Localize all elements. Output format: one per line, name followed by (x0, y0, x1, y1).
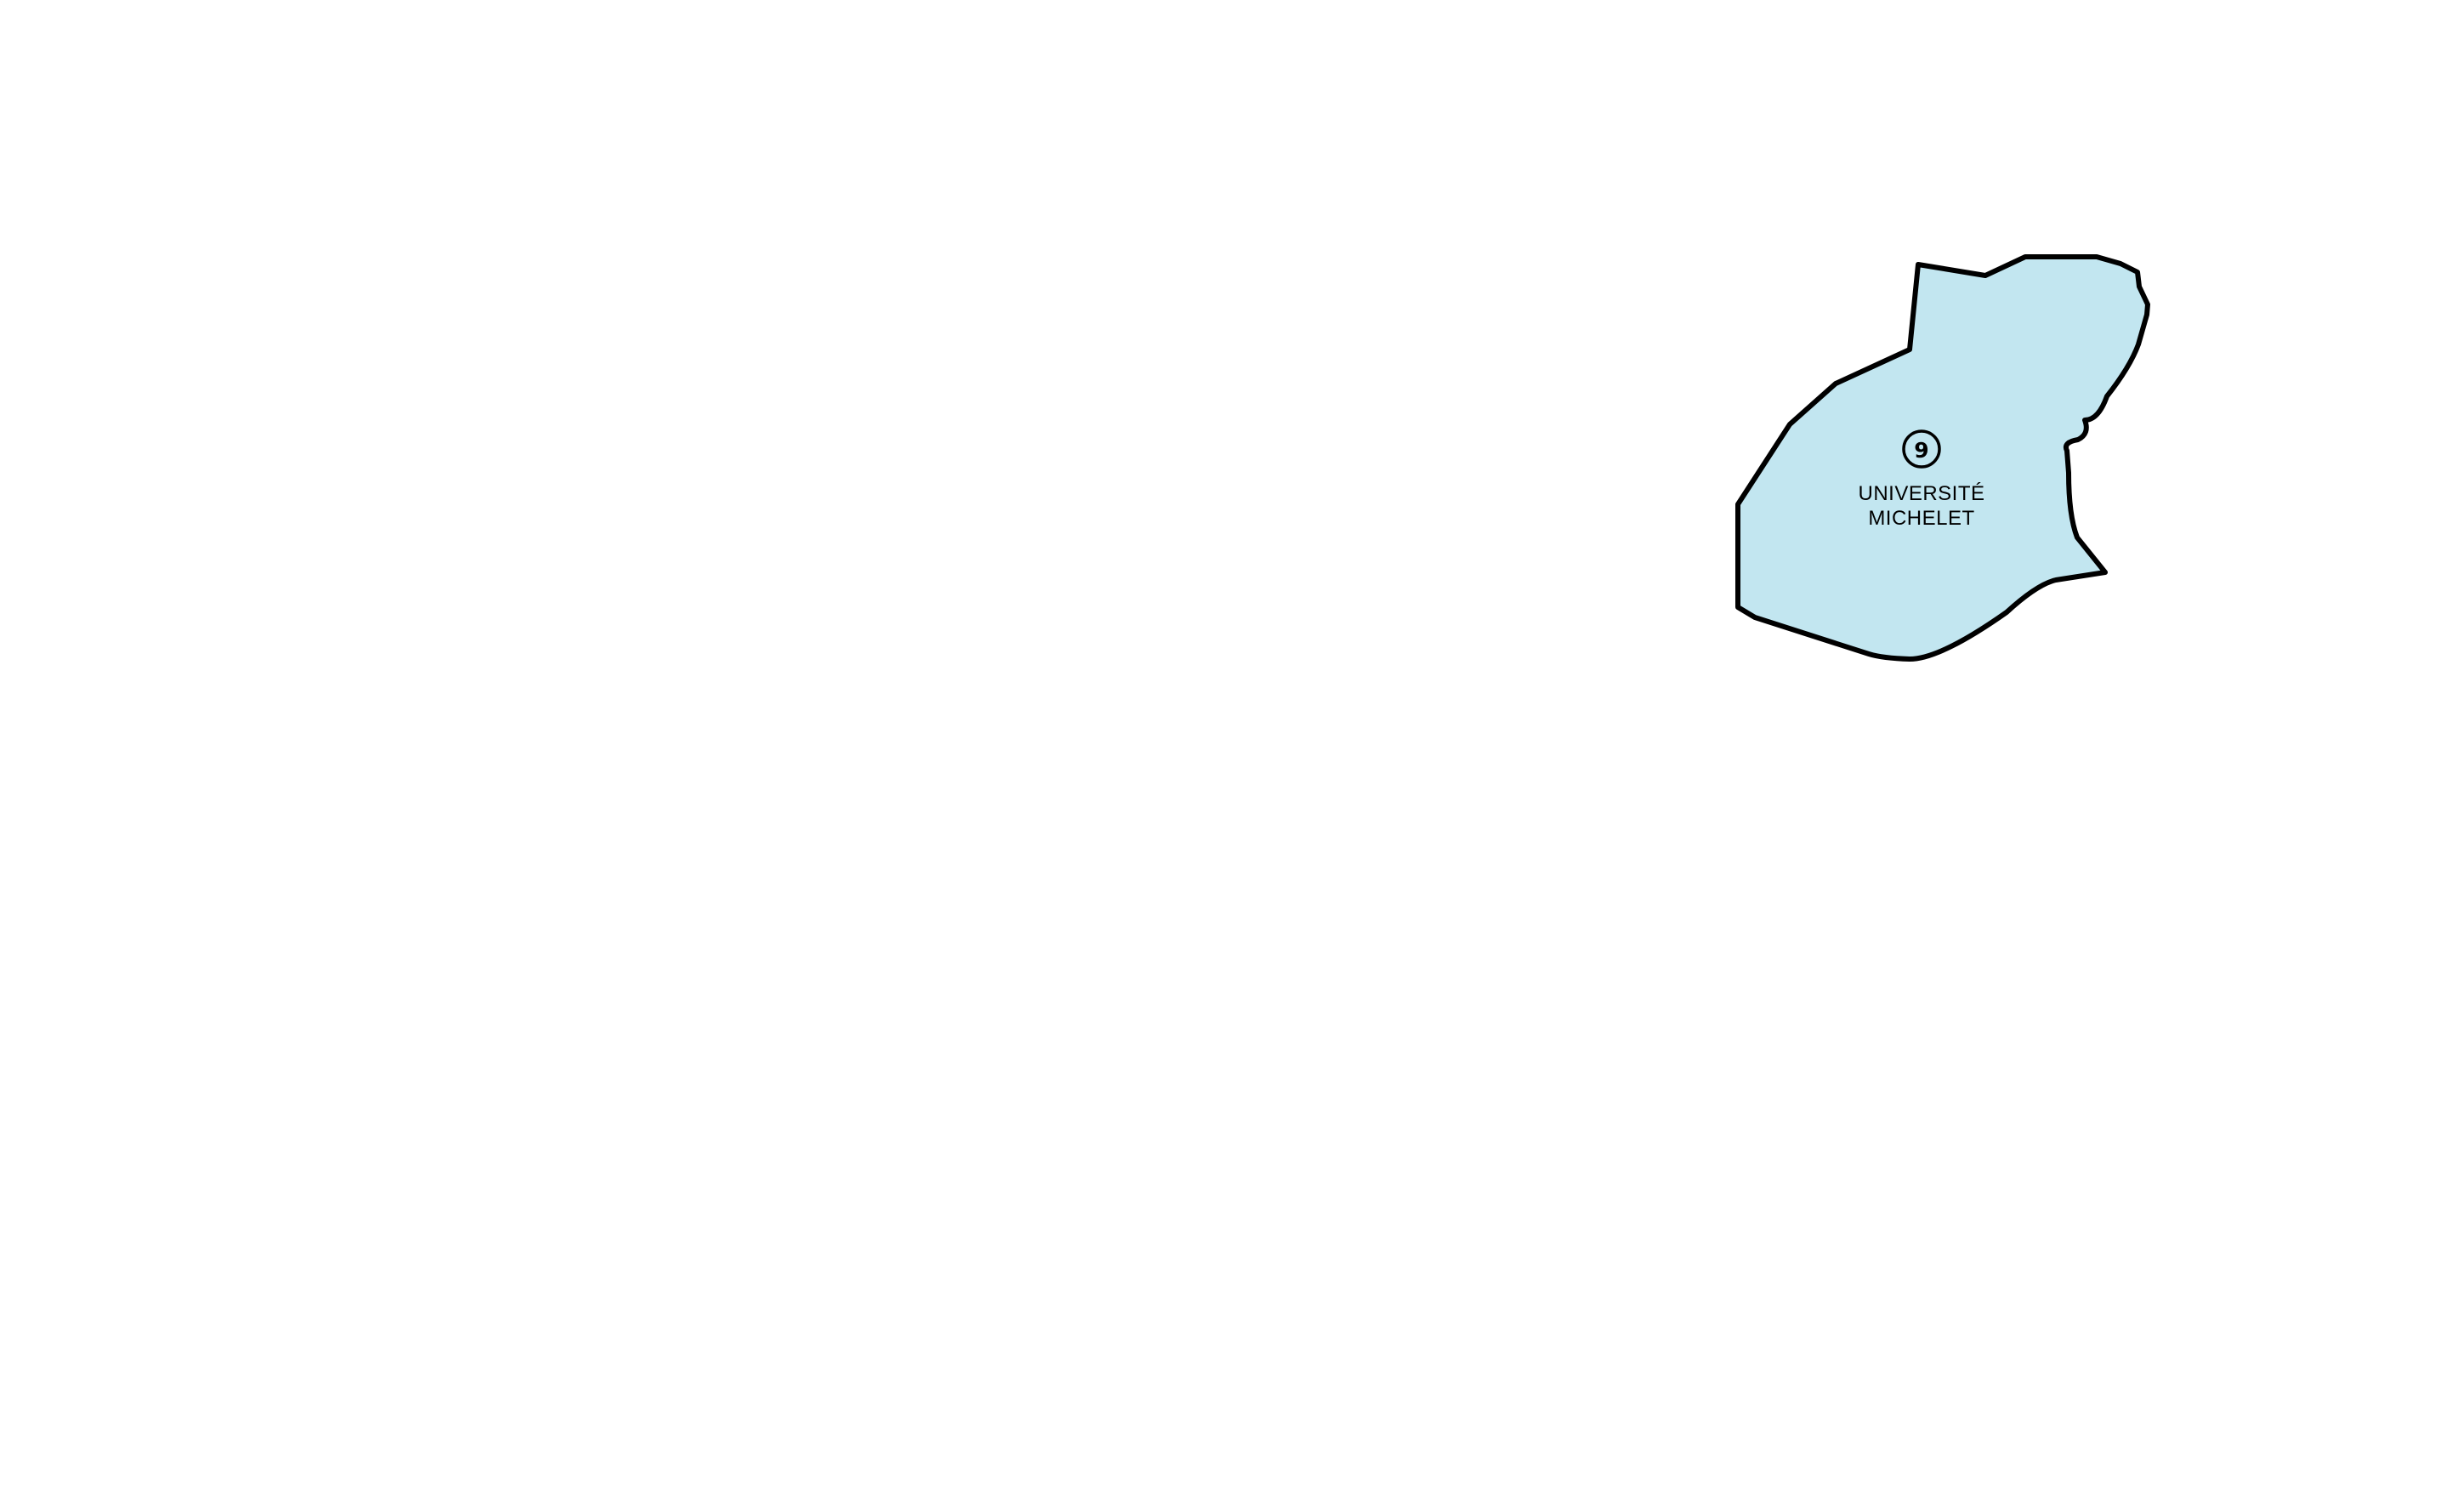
district-universite-michelet-shape[interactable] (1735, 254, 2150, 662)
badge-circle-icon (1902, 429, 1941, 469)
district-number-badge: 9 (1902, 429, 1941, 469)
district-universite-michelet[interactable]: 9 UNIVERSITÉ MICHELET (1735, 254, 2150, 662)
district-name-line2: MICHELET (1868, 507, 1974, 530)
district-name-line1: UNIVERSITÉ (1858, 482, 1984, 505)
district-number: 9 (1914, 438, 1928, 463)
